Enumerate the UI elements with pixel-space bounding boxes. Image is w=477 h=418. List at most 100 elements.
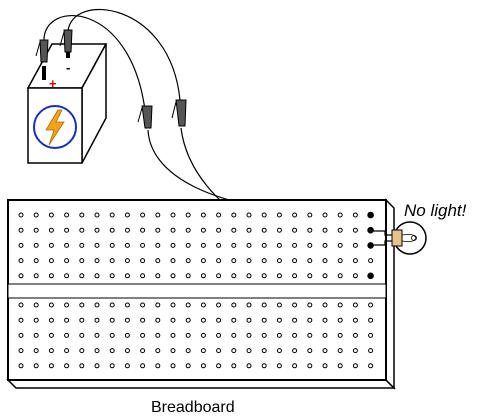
breadboard-hole [352,332,358,338]
breadboard-hole [64,227,70,233]
breadboard-hole [292,332,298,338]
breadboard-hole [185,273,191,279]
breadboard-hole [185,332,191,338]
breadboard-hole [292,348,298,354]
breadboard-hole [140,332,146,338]
lamp-lead-bottom [370,240,394,246]
breadboard-hole [337,332,343,338]
breadboard-hole [200,317,206,323]
breadboard-hole [18,227,24,233]
breadboard-hole [368,332,374,338]
breadboard-hole [322,227,328,233]
breadboard-hole [368,302,374,308]
breadboard-hole [48,363,54,369]
breadboard-hole [261,242,267,248]
breadboard-hole [292,317,298,323]
breadboard-hole [322,302,328,308]
breadboard-hole [140,258,146,264]
breadboard-hole [216,258,222,264]
breadboard-hole [33,273,39,279]
breadboard-hole [261,363,267,369]
breadboard-hole [18,258,24,264]
breadboard-hole [109,273,115,279]
alligator-clip-icon [137,105,153,129]
breadboard-hole [307,212,313,218]
breadboard-hole-occupied [367,226,374,234]
alligator-clip-icon [59,29,73,53]
breadboard-hole [231,363,237,369]
breadboard-hole [124,227,130,233]
lamp-leads [370,230,394,246]
breadboard-hole [94,258,100,264]
breadboard-hole [124,258,130,264]
breadboard-hole [322,242,328,248]
breadboard-hole [261,317,267,323]
breadboard-hole [276,212,282,218]
breadboard-hole [337,317,343,323]
breadboard-hole [155,242,161,248]
breadboard-hole [94,212,100,218]
breadboard-hole [231,227,237,233]
breadboard-hole [124,348,130,354]
breadboard-hole [200,363,206,369]
breadboard-hole [261,273,267,279]
breadboard-hole [246,317,252,323]
breadboard-hole [231,273,237,279]
breadboard-hole [200,227,206,233]
breadboard-hole [231,348,237,354]
breadboard-hole [322,317,328,323]
breadboard-hole [292,212,298,218]
breadboard-hole [18,212,24,218]
breadboard-hole [200,302,206,308]
clip-jaw [35,41,41,57]
breadboard-hole [109,242,115,248]
breadboard-hole [109,227,115,233]
breadboard-hole [216,302,222,308]
alligator-clip-icon [35,39,49,63]
breadboard-hole [246,332,252,338]
breadboard-hole [246,348,252,354]
breadboard-hole [261,212,267,218]
breadboard-hole [140,317,146,323]
breadboard-hole [337,363,343,369]
breadboard-hole [307,258,313,264]
breadboard-hole [170,273,176,279]
breadboard-hole [94,273,100,279]
breadboard-hole [246,227,252,233]
breadboard-hole [124,273,130,279]
breadboard-hole [170,317,176,323]
breadboard-hole [322,212,328,218]
breadboard-hole [155,317,161,323]
breadboard-hole [124,317,130,323]
breadboard-hole [216,273,222,279]
breadboard-hole [109,332,115,338]
clip-body [175,99,187,127]
breadboard-hole [292,258,298,264]
breadboard-hole [185,227,191,233]
breadboard-hole [64,302,70,308]
clip-jaw [59,31,65,47]
breadboard-hole [307,302,313,308]
breadboard-hole [48,348,54,354]
breadboard-hole [79,348,85,354]
breadboard-hole [18,348,24,354]
breadboard-hole [185,302,191,308]
breadboard-label: Breadboard [151,399,235,416]
breadboard-hole [33,332,39,338]
breadboard [6,198,396,390]
breadboard-hole [307,242,313,248]
breadboard-hole [292,363,298,369]
lamp-lead-top [370,230,394,236]
breadboard-hole [155,227,161,233]
breadboard-hole-occupied [367,272,374,280]
breadboard-center-channel [7,283,387,299]
breadboard-hole [276,332,282,338]
breadboard-hole [276,258,282,264]
breadboard-hole [109,302,115,308]
breadboard-hole [307,317,313,323]
breadboard-hole [368,363,374,369]
breadboard-hole [155,212,161,218]
breadboard-hole [352,212,358,218]
breadboard-hole [48,332,54,338]
